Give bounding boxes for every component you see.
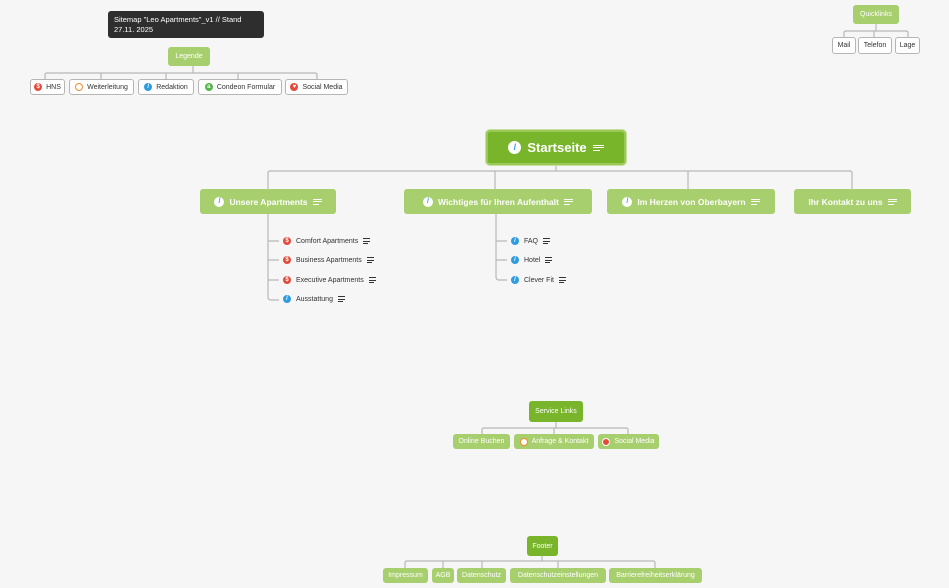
- branch-ihr-kontakt-zu-uns[interactable]: Ihr Kontakt zu uns: [794, 189, 911, 214]
- legend-item-label: Condeon Formular: [216, 83, 276, 91]
- blue-pencil-icon: /: [144, 83, 153, 91]
- leaf-business-apartments[interactable]: $ Business Apartments: [283, 256, 374, 264]
- notes-icon: [563, 198, 573, 205]
- red-circle-icon: $: [283, 237, 291, 245]
- quicklinks-title[interactable]: Quicklinks: [853, 5, 899, 24]
- notes-icon: [312, 198, 322, 205]
- notes-icon: [558, 277, 566, 283]
- footer-item-barrierefreiheitserklaerung[interactable]: Barrierefreiheitserklärung: [609, 568, 702, 583]
- blue-pencil-icon: /: [283, 295, 291, 303]
- blue-pencil-icon: /: [511, 276, 519, 284]
- legend-title[interactable]: Legende: [168, 47, 210, 66]
- service-link-label: Anfrage & Kontakt: [531, 438, 589, 445]
- notes-icon: [363, 238, 371, 244]
- root-node-startseite[interactable]: / Startseite: [486, 130, 626, 165]
- leaf-executive-apartments[interactable]: $ Executive Apartments: [283, 276, 376, 284]
- legend-item-hns[interactable]: $ HNS: [30, 79, 65, 95]
- legend-item-social-media[interactable]: ♥ Social Media: [285, 79, 348, 95]
- pencil-icon: /: [622, 196, 633, 207]
- footer-item-label: AGB: [435, 572, 451, 579]
- legend-item-redaktion[interactable]: / Redaktion: [138, 79, 194, 95]
- footer-item-agb[interactable]: AGB: [432, 568, 454, 583]
- red-circle-icon: $: [283, 256, 291, 264]
- service-link-online-buchen[interactable]: Online Buchen: [453, 434, 510, 449]
- leaf-label: Comfort Apartments: [296, 237, 359, 245]
- notes-icon: [368, 277, 376, 283]
- quicklink-mail[interactable]: Mail: [832, 37, 856, 54]
- branch-wichtiges[interactable]: / Wichtiges für Ihren Aufenthalt: [404, 189, 592, 214]
- red-circle-icon: $: [283, 276, 291, 284]
- quicklink-label: Telefon: [863, 42, 887, 49]
- leaf-label: Executive Apartments: [296, 276, 364, 284]
- service-link-label: Online Buchen: [458, 438, 505, 445]
- footer-item-label: Datenschutzeinstellungen: [517, 572, 599, 579]
- notes-icon: [887, 198, 897, 205]
- branch-unsere-apartments[interactable]: / Unsere Apartments: [200, 189, 336, 214]
- root-label: Startseite: [527, 140, 587, 155]
- legend-item-condeon-formular[interactable]: a Condeon Formular: [198, 79, 282, 95]
- branch-label: Unsere Apartments: [229, 196, 308, 207]
- blue-pencil-icon: /: [511, 256, 519, 264]
- red-circle-icon: $: [34, 83, 43, 91]
- sitemap-title-note: Sitemap "Leo Apartments"_v1 // Stand 27.…: [108, 11, 264, 38]
- legend-item-label: Redaktion: [156, 83, 188, 91]
- legend-item-weiterleitung[interactable]: Weiterleitung: [69, 79, 134, 95]
- footer-item-label: Barrierefreiheitserklärung: [616, 572, 695, 579]
- leaf-hotel[interactable]: / Hotel: [511, 256, 553, 264]
- leaf-label: Business Apartments: [296, 256, 362, 264]
- footer-item-datenschutz[interactable]: Datenschutz: [457, 568, 506, 583]
- pencil-icon: /: [423, 196, 433, 207]
- footer-item-label: Impressum: [388, 572, 423, 579]
- service-link-anfrage-kontakt[interactable]: Anfrage & Kontakt: [514, 434, 594, 449]
- quicklink-label: Lage: [899, 42, 916, 49]
- leaf-label: FAQ: [524, 237, 539, 245]
- service-link-label: Social Media: [614, 438, 655, 445]
- legend-item-label: HNS: [46, 83, 61, 91]
- notes-icon: [543, 238, 551, 244]
- leaf-label: Clever Fit: [524, 276, 554, 284]
- branch-label: Im Herzen von Oberbayern: [637, 196, 746, 207]
- footer-title[interactable]: Footer: [527, 536, 558, 556]
- footer-item-label: Datenschutz: [462, 572, 501, 579]
- leaf-clever-fit[interactable]: / Clever Fit: [511, 276, 566, 284]
- service-link-social-media[interactable]: Social Media: [598, 434, 659, 449]
- green-circle-icon: a: [204, 83, 213, 91]
- branch-label: Ihr Kontakt zu uns: [808, 196, 883, 207]
- quicklink-lage[interactable]: Lage: [895, 37, 920, 54]
- leaf-ausstattung[interactable]: / Ausstattung: [283, 295, 345, 303]
- blue-pencil-icon: /: [511, 237, 519, 245]
- service-links-title[interactable]: Service Links: [529, 401, 583, 422]
- branch-label: Wichtiges für Ihren Aufenthalt: [438, 196, 559, 207]
- notes-icon: [366, 257, 374, 263]
- notes-icon: [337, 296, 345, 302]
- leaf-label: Hotel: [524, 256, 541, 264]
- legend-item-label: Weiterleitung: [87, 83, 128, 91]
- orange-target-icon: [519, 437, 528, 446]
- notes-icon: [592, 144, 604, 151]
- quicklink-telefon[interactable]: Telefon: [858, 37, 892, 54]
- leaf-comfort-apartments[interactable]: $ Comfort Apartments: [283, 237, 371, 245]
- branch-im-herzen-von-oberbayern[interactable]: / Im Herzen von Oberbayern: [607, 189, 775, 214]
- footer-item-impressum[interactable]: Impressum: [383, 568, 428, 583]
- pencil-icon: /: [214, 196, 225, 207]
- red-heart-icon: [602, 437, 611, 446]
- leaf-faq[interactable]: / FAQ: [511, 237, 551, 245]
- notes-icon: [545, 257, 553, 263]
- notes-icon: [750, 198, 760, 205]
- legend-item-label: Social Media: [302, 83, 343, 91]
- footer-item-datenschutzeinstellungen[interactable]: Datenschutzeinstellungen: [510, 568, 606, 583]
- orange-target-icon: [75, 83, 84, 91]
- quicklink-label: Mail: [837, 42, 851, 49]
- pencil-icon: /: [508, 141, 522, 154]
- leaf-label: Ausstattung: [296, 295, 333, 303]
- red-heart-icon: ♥: [290, 83, 299, 91]
